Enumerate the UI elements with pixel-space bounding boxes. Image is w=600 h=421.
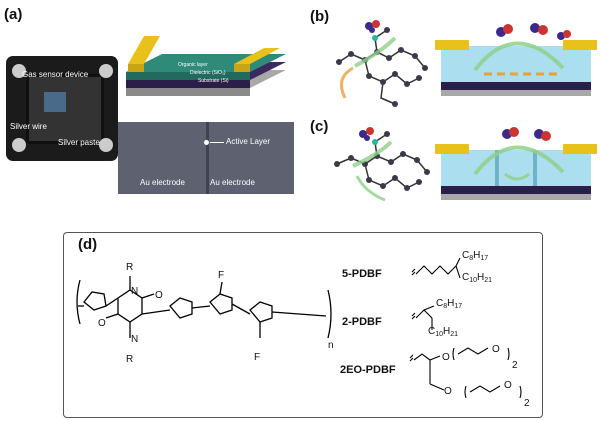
active-layer-label: Active Layer xyxy=(226,137,271,146)
atom-N-bottom: N xyxy=(131,334,139,345)
atom-F-bottom: F xyxy=(254,352,261,363)
repeat-lower: 2 xyxy=(524,398,530,409)
layer-stack-diagram xyxy=(126,36,286,96)
polymer-backbone-structure xyxy=(76,276,332,339)
o-label-lower-2: O xyxy=(504,380,512,391)
o-label-upper-1: O xyxy=(442,352,450,363)
active-layer-dot xyxy=(204,140,209,145)
panel-c-device xyxy=(435,127,597,200)
sensor-device-photo xyxy=(6,56,118,161)
side-chain-2-pdbf-bottom: C10H21 xyxy=(428,326,459,338)
panel-b-device xyxy=(435,23,597,96)
panel-a-label: (a) xyxy=(4,6,23,23)
substrate-label: Substrate (Si) xyxy=(198,78,229,84)
o-label-lower-1: O xyxy=(444,386,452,397)
o-label-upper-2: O xyxy=(492,344,500,355)
polymer-name-2-pdbf: 2-PDBF xyxy=(342,316,382,328)
panel-b-label: (b) xyxy=(310,8,330,25)
polymer-name-5-pdbf: 5-PDBF xyxy=(342,268,382,280)
side-chain-5-pdbf-bottom: C10H21 xyxy=(462,272,493,284)
panel-b-molecule xyxy=(336,20,428,107)
side-chain-2-pdbf xyxy=(411,305,435,330)
organic-layer-label: Organic layer xyxy=(178,62,208,68)
atom-O-right: O xyxy=(155,290,163,301)
active-layer-arrow xyxy=(210,142,224,143)
atom-R-bottom: R xyxy=(126,354,134,365)
gas-sensor-label: Gas sensor device xyxy=(22,70,89,79)
atom-O-left: O xyxy=(98,318,106,329)
side-chain-2-pdbf-top: C8H17 xyxy=(436,298,463,310)
panel-d-box xyxy=(63,232,543,418)
silver-paste-label: Silver paste xyxy=(58,138,100,147)
dielectric-label: Dielectric (SiO₂) xyxy=(190,70,226,76)
panel-d-label: (d) xyxy=(78,236,98,253)
repeat-upper: 2 xyxy=(512,360,518,371)
au-electrode-left-label: Au electrode xyxy=(140,178,185,187)
repeat-n: n xyxy=(328,340,334,351)
side-chain-2eo-pdbf xyxy=(409,347,522,399)
atom-F-top: F xyxy=(218,270,225,281)
panel-c-label: (c) xyxy=(310,118,329,135)
au-electrode-right-label: Au electrode xyxy=(210,178,255,187)
polymer-name-2eo-pdbf: 2EO-PDBF xyxy=(340,364,396,376)
atom-R-top: R xyxy=(126,262,134,273)
silver-wire-label: Silver wire xyxy=(10,122,47,131)
side-chain-5-pdbf-top: C8H17 xyxy=(462,250,489,262)
atom-N-top: N xyxy=(131,286,139,297)
panel-c-molecule xyxy=(334,127,430,202)
electrode-micrograph xyxy=(118,122,294,194)
side-chain-5-pdbf xyxy=(411,257,461,279)
